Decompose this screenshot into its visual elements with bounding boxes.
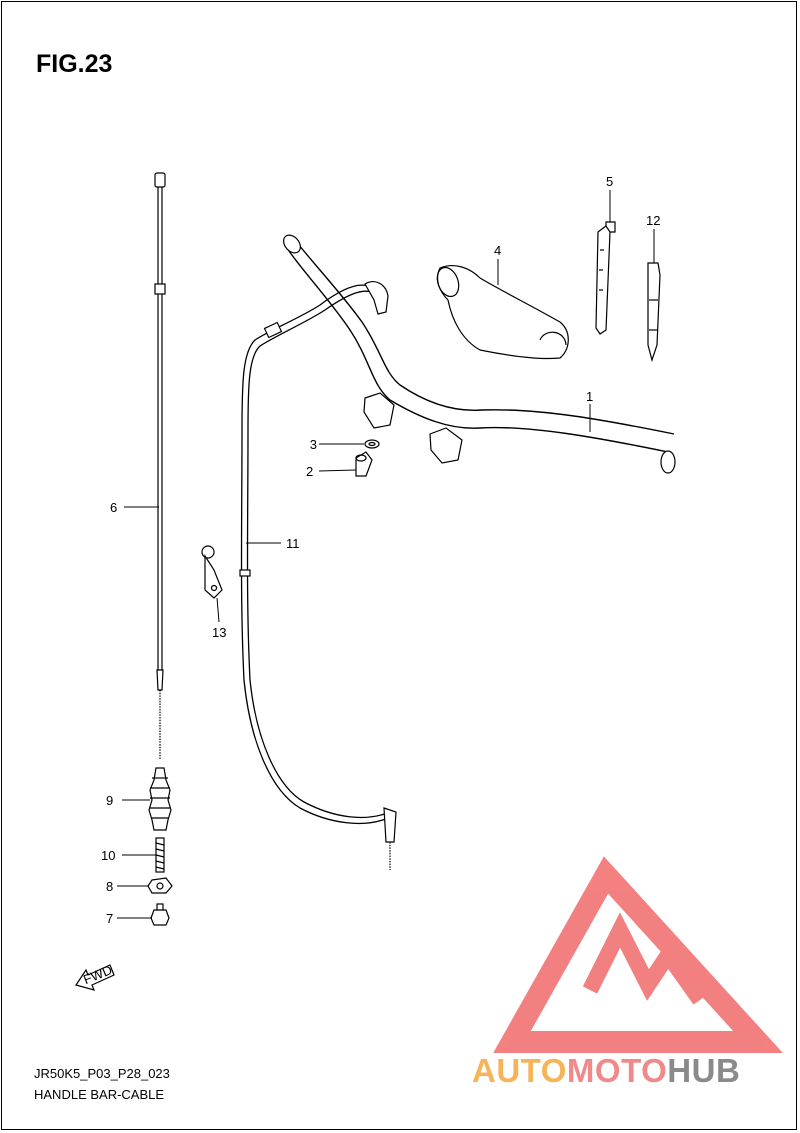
- part-13-bracket: [201, 545, 223, 599]
- watermark-hub: HUB: [667, 1052, 741, 1089]
- callout-3: 3: [310, 437, 317, 452]
- diagram-code: JR50K5_P03_P28_023: [34, 1066, 170, 1081]
- part-1-handlebar: [283, 234, 676, 474]
- watermark-text: AUTOMOTOHUB: [472, 1052, 740, 1090]
- callout-2: 2: [306, 464, 313, 479]
- watermark-moto: MOTO: [566, 1052, 668, 1089]
- part-7-cap-nut: [150, 903, 170, 926]
- part-3-washer: [364, 439, 380, 449]
- part-4-cover: [436, 265, 569, 360]
- fwd-arrow-icon: [75, 964, 115, 991]
- part-9-rubber-boot: [148, 767, 172, 831]
- part-11-cable: [239, 281, 397, 870]
- leader-lines: [117, 190, 655, 919]
- callout-7: 7: [106, 911, 113, 926]
- callout-13: 13: [212, 625, 226, 640]
- callout-1: 1: [586, 389, 593, 404]
- callout-11: 11: [286, 536, 300, 551]
- figure-title: FIG.23: [36, 50, 113, 78]
- callout-12: 12: [646, 213, 660, 228]
- callout-9: 9: [106, 793, 113, 808]
- callout-4: 4: [494, 243, 501, 258]
- automotohub-logo-icon: [493, 856, 783, 1053]
- diagram-caption: HANDLE BAR-CABLE: [34, 1087, 165, 1102]
- callout-10: 10: [101, 848, 115, 863]
- callout-8: 8: [106, 879, 113, 894]
- callout-5: 5: [606, 174, 613, 189]
- part-8-nut: [147, 877, 173, 894]
- part-12-clamp: [647, 262, 661, 363]
- part-5-cable-tie: [595, 221, 616, 335]
- part-6-cable: [154, 172, 166, 760]
- watermark-auto: AUTO: [472, 1052, 567, 1089]
- callout-6: 6: [110, 500, 117, 515]
- part-2-fitting: [355, 451, 373, 477]
- fwd-label: FWD: [81, 962, 114, 987]
- part-10-adjuster: [155, 837, 165, 873]
